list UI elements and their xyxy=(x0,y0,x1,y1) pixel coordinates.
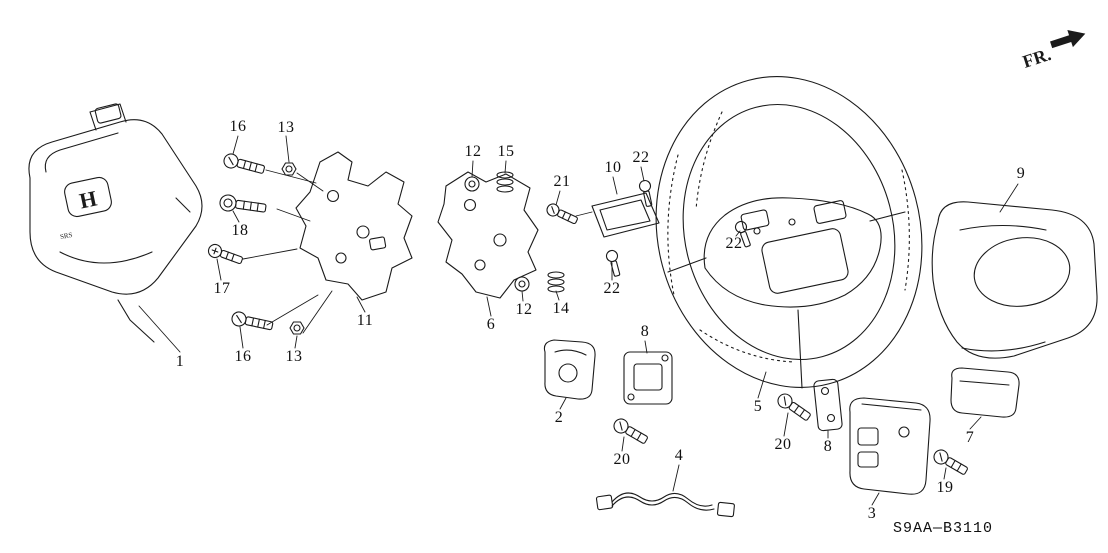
part-label-1: 1 xyxy=(175,353,185,370)
bolt-21 xyxy=(546,203,578,225)
diagram-code: S9AA—B3110 xyxy=(893,520,994,537)
part-label-2: 2 xyxy=(554,409,564,426)
screw-22-low xyxy=(605,249,621,277)
switch-panel-10 xyxy=(591,192,660,238)
spring-15 xyxy=(496,171,514,193)
part-label-22: 22 xyxy=(632,149,650,166)
part-label-15: 15 xyxy=(497,143,515,160)
honda-h-letter: H xyxy=(77,186,99,214)
switch-cover-3 xyxy=(849,397,931,495)
part-label-8: 8 xyxy=(640,323,650,340)
part-label-14: 14 xyxy=(552,300,570,317)
washer-12-bottom xyxy=(514,276,530,292)
part-label-19: 19 xyxy=(936,479,954,496)
part-label-4: 4 xyxy=(674,447,684,464)
part-label-16: 16 xyxy=(229,118,247,135)
leader-lines xyxy=(138,135,1019,506)
part-label-22: 22 xyxy=(603,280,621,297)
part-label-3: 3 xyxy=(867,505,877,522)
part-label-22: 22 xyxy=(725,235,743,252)
srs-text: SRS xyxy=(59,231,73,241)
bracket-plate-11 xyxy=(295,151,413,301)
nut-13-bottom xyxy=(289,321,305,335)
part-label-13: 13 xyxy=(285,348,303,365)
side-cover-2 xyxy=(543,339,596,400)
part-label-5: 5 xyxy=(753,398,763,415)
washer-12-top xyxy=(464,176,480,192)
spring-14 xyxy=(547,271,565,293)
steering-wheel xyxy=(655,76,923,389)
part-label-16: 16 xyxy=(234,348,252,365)
part-label-12: 12 xyxy=(464,143,482,160)
bolt-16-bottom xyxy=(231,311,274,331)
part-label-6: 6 xyxy=(486,316,496,333)
part-label-20: 20 xyxy=(613,451,631,468)
bracket-8-lower xyxy=(813,378,843,432)
bolt-20-left xyxy=(613,418,648,444)
screw-22-mid xyxy=(734,220,751,248)
part-label-7: 7 xyxy=(965,429,975,446)
bolt-19 xyxy=(933,449,968,475)
wire-harness-4 xyxy=(595,492,735,518)
part-label-8: 8 xyxy=(823,438,833,455)
fr-arrow-icon xyxy=(1050,30,1086,49)
fr-direction: FR. xyxy=(1020,30,1086,72)
honda-logo: H xyxy=(64,176,112,218)
part-label-17: 17 xyxy=(213,280,231,297)
part-label-21: 21 xyxy=(553,173,571,190)
bracket-plate-6 xyxy=(437,171,539,299)
bolt-20-right xyxy=(777,393,811,421)
part-label-20: 20 xyxy=(774,436,792,453)
part-label-9: 9 xyxy=(1016,165,1026,182)
bolt-18 xyxy=(219,194,267,213)
bolt-16-top xyxy=(223,153,265,174)
washer-13-top xyxy=(281,162,297,176)
fr-label: FR. xyxy=(1020,44,1053,72)
bracket-8-upper xyxy=(623,351,673,405)
part-label-10: 10 xyxy=(604,159,622,176)
lower-cover-7 xyxy=(950,367,1020,418)
airbag-module: H SRS xyxy=(28,103,203,343)
column-cover-9 xyxy=(931,201,1098,359)
part-label-13: 13 xyxy=(277,119,295,136)
part-label-18: 18 xyxy=(231,222,249,239)
screw-17 xyxy=(207,243,243,265)
part-label-12: 12 xyxy=(515,301,533,318)
part-label-11: 11 xyxy=(356,312,374,329)
